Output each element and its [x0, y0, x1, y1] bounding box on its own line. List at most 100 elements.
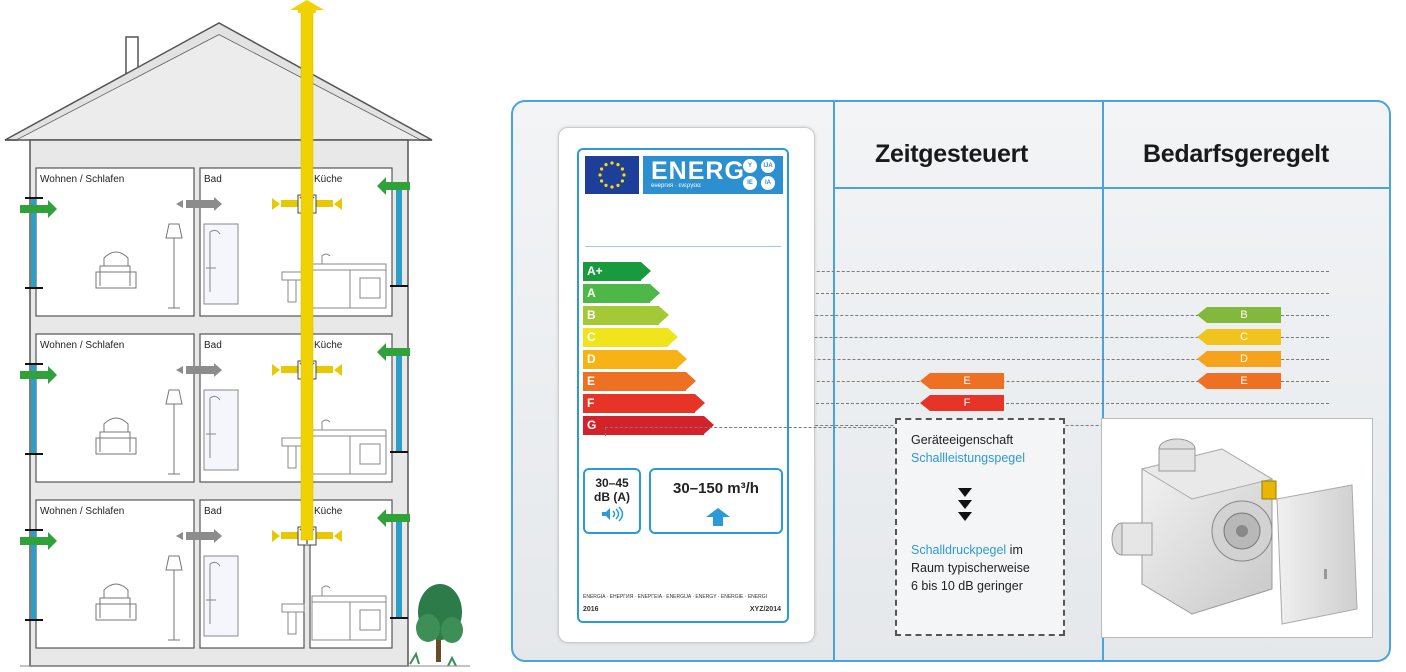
column-title-timed: Zeitgesteuert [875, 140, 1029, 168]
header-divider [833, 187, 1389, 189]
room-kitchen-label: Küche [314, 506, 343, 517]
down-arrows-icon [958, 488, 972, 521]
supply-arrow-icon [377, 177, 410, 195]
room-living-label: Wohnen / Schlafen [40, 174, 125, 185]
room-bath-label: Bad [204, 340, 222, 351]
supply-arrow-icon [377, 343, 410, 361]
badge: IJA [761, 159, 775, 173]
efficiency-class-bar: E [583, 372, 696, 391]
exhaust-shaft [300, 9, 314, 541]
room-kitchen-label: Küche [314, 340, 343, 351]
energ-header: ENERG енергия · ενεργεια Y IJA IE IA [643, 156, 783, 194]
property-line-2: Schallleistungspegel [911, 451, 1025, 465]
badge: IA [761, 176, 775, 190]
efficiency-class-bar: A+ [583, 262, 651, 281]
supply-duct-right [396, 352, 402, 452]
supply-duct-left [31, 364, 36, 454]
class-arrow-e: E [1197, 372, 1281, 389]
airflow-value: 30–150 m³/h [673, 480, 759, 497]
property-line-4: Raum typischerweise [911, 561, 1030, 575]
energy-label-card: ENERG енергия · ενεργεια Y IJA IE IA A+ A… [558, 127, 815, 643]
class-level-line [661, 292, 1329, 294]
class-arrow-d: D [1197, 350, 1281, 367]
overflow-arrow-icon [186, 366, 214, 374]
efficiency-class-bar: B [583, 306, 669, 325]
lamp-icon [165, 223, 183, 309]
efficiency-class-bar: F [583, 394, 705, 413]
airflow-up-arrow-icon [706, 508, 730, 526]
armchair-icon [95, 417, 137, 455]
kitchen-counter-icon [311, 263, 387, 309]
fan-device-image [1101, 418, 1373, 638]
overflow-arrow-icon [186, 532, 214, 540]
exhaust-outlet-arrow [290, 0, 324, 13]
room-bath-label: Bad [204, 506, 222, 517]
efficiency-class-bar: D [583, 350, 687, 369]
badge: Y [743, 159, 757, 173]
class-arrow-e: E [920, 372, 1004, 389]
class-arrow-b: B [1197, 306, 1281, 323]
energ-title: ENERG [651, 157, 745, 185]
supply-arrow-icon [20, 200, 57, 218]
tree-illustration [409, 584, 463, 667]
house-illustration [4, 0, 470, 667]
class-arrow-f: F [920, 394, 1004, 411]
supply-duct-left [31, 530, 36, 620]
sound-property-box: Geräteeigenschaft Schallleistungspegel S… [895, 418, 1065, 636]
badge: IE [743, 176, 757, 190]
armchair-icon [95, 583, 137, 621]
shower-icon [203, 555, 239, 637]
class-level-line [679, 336, 1329, 338]
room-living [35, 499, 195, 649]
shower-icon [203, 223, 239, 305]
efficiency-class-bar: A [583, 284, 660, 303]
room-living-label: Wohnen / Schlafen [40, 340, 125, 351]
property-line-1: Geräteeigenschaft [911, 433, 1014, 447]
room-living [35, 167, 195, 317]
room-living-label: Wohnen / Schlafen [40, 506, 125, 517]
basin-icon [281, 603, 305, 635]
room-bath-label: Bad [204, 174, 222, 185]
noise-value: 30–45 [595, 476, 629, 490]
kitchen-counter-icon [311, 595, 387, 641]
class-level-line [652, 270, 1329, 272]
energ-subtitle: енергия · ενεργεια [651, 183, 701, 189]
connector-line [605, 427, 896, 436]
label-divider [585, 246, 781, 247]
supply-arrow-icon [377, 509, 410, 527]
overflow-arrow-icon [186, 200, 214, 208]
shower-icon [203, 389, 239, 471]
class-level-line [697, 380, 1329, 382]
floor [20, 333, 410, 483]
speaker-icon [602, 506, 624, 522]
floor [20, 499, 410, 649]
supply-duct-right [396, 186, 402, 286]
class-arrow-c: C [1197, 328, 1281, 345]
noise-unit: dB (A) [594, 490, 630, 504]
kitchen-counter-icon [311, 429, 387, 475]
room-living [35, 333, 195, 483]
floor [20, 167, 410, 317]
lamp-icon [165, 389, 183, 475]
airflow-box: 30–150 m³/h [649, 468, 783, 534]
comparison-panel: Zeitgesteuert Bedarfsgeregelt ENERG енер… [511, 100, 1391, 662]
class-level-line [688, 358, 1329, 360]
class-level-line [670, 314, 1329, 316]
efficiency-class-bar: C [583, 328, 678, 347]
class-level-line [706, 402, 1329, 404]
armchair-icon [95, 251, 137, 289]
property-line-3: Schalldruckpegel im [911, 543, 1023, 557]
label-regulation: XYZ/2014 [749, 606, 781, 613]
eu-flag-icon [585, 156, 639, 194]
property-line-5: 6 bis 10 dB geringer [911, 579, 1023, 593]
room-kitchen-label: Küche [314, 174, 343, 185]
label-year: 2016 [583, 606, 599, 613]
energy-label: ENERG енергия · ενεργεια Y IJA IE IA A+ A… [577, 148, 789, 623]
efficiency-class-bar: G [583, 416, 714, 435]
supply-duct-right [396, 518, 402, 618]
noise-level-box: 30–45 dB (A) [583, 468, 641, 534]
column-title-demand: Bedarfsgeregelt [1143, 140, 1329, 168]
lamp-icon [165, 555, 183, 641]
label-languages: ENERGIA · ЕНЕРГИЯ · ΕΝΕΡΓΕΙΑ · ENERGIJA … [583, 594, 767, 600]
supply-arrow-icon [20, 366, 57, 384]
